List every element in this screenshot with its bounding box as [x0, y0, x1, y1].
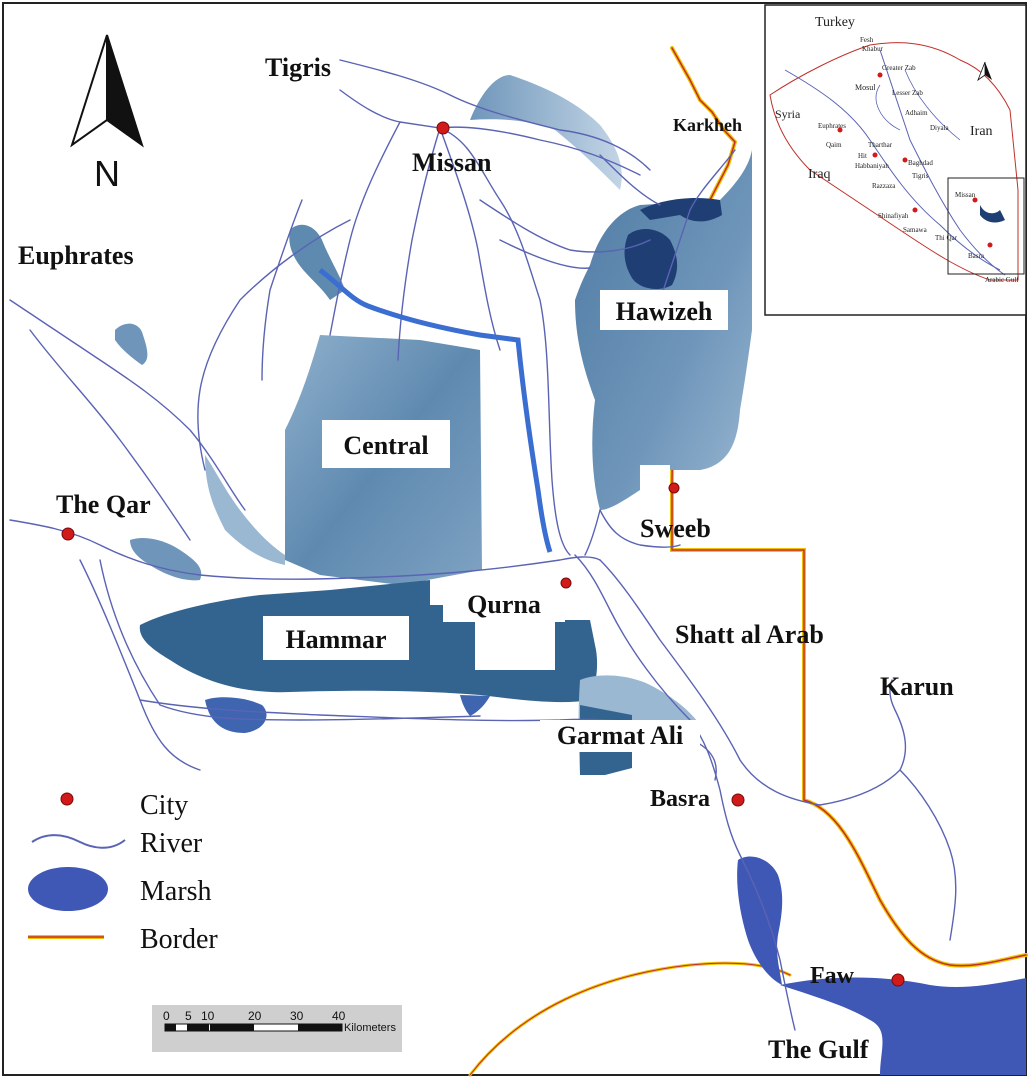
inset-country-syria: Syria	[775, 107, 801, 121]
city-sweeb-dot	[668, 482, 680, 494]
label-basra: Basra	[650, 786, 710, 812]
label-hammar-marsh: Hammar	[285, 625, 386, 654]
legend-city-label: City	[140, 790, 188, 821]
inset-label-mosul: Mosul	[855, 83, 876, 92]
marsh-south-small-2	[460, 695, 490, 716]
scale-tick-5: 5	[185, 1009, 192, 1023]
inset-map: Turkey Syria Iraq Iran Fesh Khabur Great…	[764, 4, 1027, 316]
city-basra-dot	[731, 793, 745, 807]
shatt-al-arab-river	[574, 554, 796, 1031]
scale-tick-10: 10	[201, 1009, 215, 1023]
inset-label-samawa: Samawa	[903, 226, 928, 234]
inset-label-greater-zab: Greater Zab	[882, 64, 916, 72]
marsh-euphrates-small	[115, 323, 148, 365]
inset-label-tigris: Tigris	[912, 172, 929, 180]
inset-north-arrow-icon	[977, 61, 992, 82]
inset-label-euphrates: Euphrates	[818, 122, 846, 130]
inset-label-arabic-gulf: Arabic Gulf	[985, 276, 1019, 284]
marsh-hawizeh-dark	[624, 228, 678, 290]
inset-label-thi-qar: Thi Qar	[935, 234, 958, 242]
city-qurna-dot	[560, 577, 572, 589]
inset-label-basra: Basra	[968, 252, 985, 260]
canal	[318, 268, 553, 553]
inset-label-baghdad: Baghdad	[908, 159, 933, 167]
legend: City River Marsh Border	[28, 790, 218, 955]
marsh-missan-north	[470, 75, 622, 190]
legend-border-label: Border	[140, 924, 218, 955]
label-euphrates: Euphrates	[18, 241, 134, 270]
north-arrow-icon: N	[70, 34, 144, 194]
karun-river	[819, 679, 907, 806]
scale-tick-40: 40	[332, 1009, 346, 1023]
legend-river-label: River	[140, 828, 203, 859]
scale-bar: 0 5 10 20 30 40 Kilometers	[152, 1005, 402, 1052]
marsh-hammar-west-small	[130, 538, 202, 581]
inset-country-iran: Iran	[970, 124, 993, 139]
north-label: N	[94, 153, 120, 194]
city-the-qar-dot	[61, 527, 75, 541]
scale-unit-label: Kilometers	[344, 1022, 396, 1034]
inset-label-fesh: Fesh	[860, 36, 874, 44]
label-the-gulf: The Gulf	[768, 1035, 869, 1064]
inset-label-qaim: Qaim	[826, 141, 842, 149]
inset-label-razzaza: Razzaza	[872, 182, 896, 190]
gulf-water	[780, 977, 1026, 1075]
label-qurna: Qurna	[467, 590, 541, 619]
label-hawizeh-marsh: Hawizeh	[616, 297, 713, 326]
euphrates-river	[9, 519, 601, 580]
rivers	[9, 59, 957, 1031]
label-karkheh: Karkheh	[673, 115, 742, 135]
karkheh-river	[659, 149, 736, 301]
scale-tick-30: 30	[290, 1009, 304, 1023]
label-garmat-ali: Garmat Ali	[557, 721, 683, 750]
scale-tick-0: 0	[163, 1009, 170, 1023]
label-central-marsh: Central	[343, 431, 428, 460]
marsh-ellipse-icon	[28, 867, 108, 911]
river-line-icon	[31, 834, 126, 849]
city-dot-icon	[60, 792, 74, 806]
city-faw-dot	[891, 973, 905, 987]
label-faw: Faw	[810, 963, 855, 989]
marsh-basra-south	[737, 856, 783, 985]
inset-label-khabur: Khabur	[862, 45, 884, 53]
inset-country-turkey: Turkey	[815, 15, 855, 30]
inset-country-iraq: Iraq	[808, 167, 831, 182]
label-the-qar: The Qar	[56, 490, 151, 519]
inset-label-tharthar: Tharthar	[868, 141, 893, 149]
inset-label-habbaniyah: Habbaniyah	[855, 162, 889, 170]
label-karun: Karun	[880, 672, 954, 701]
scale-tick-20: 20	[248, 1009, 262, 1023]
marsh-central-west-arm	[205, 455, 285, 565]
inset-label-shinafiyah: Shinafiyah	[878, 212, 909, 220]
legend-marsh-label: Marsh	[140, 876, 212, 907]
inset-label-adhaim: Adhaim	[905, 109, 928, 117]
inset-label-missan: Missan	[955, 191, 976, 199]
inset-label-lesser-zab: Lesser Zab	[892, 89, 923, 97]
label-shatt-al-arab: Shatt al Arab	[675, 620, 824, 649]
label-tigris: Tigris	[265, 53, 331, 82]
cities	[61, 121, 905, 987]
city-missan-dot	[436, 121, 450, 135]
inset-label-hit: Hit	[858, 152, 867, 160]
marsh-hawizeh-dark-north	[640, 198, 722, 222]
inset-label-diyala: Diyala	[930, 124, 950, 132]
label-missan: Missan	[412, 148, 492, 177]
marsh-south-small-1	[205, 697, 267, 733]
label-sweeb: Sweeb	[640, 514, 711, 543]
